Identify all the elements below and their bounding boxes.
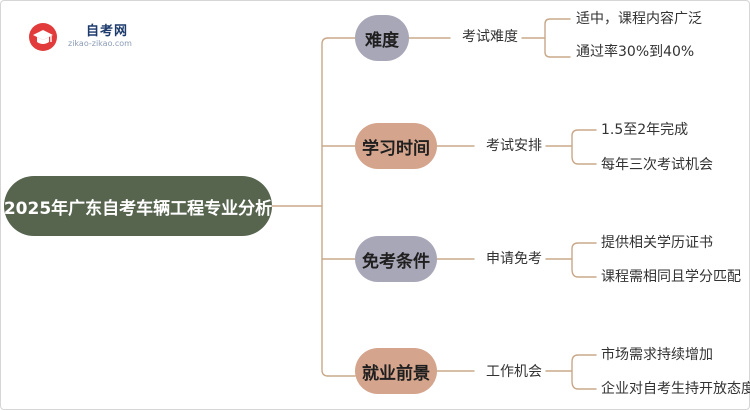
branch-node-exemption: 免考条件 <box>355 236 437 282</box>
root-node: 2025年广东自考车辆工程专业分析 <box>4 176 272 236</box>
site-logo: 自考网 zikao-zikao.com <box>18 14 178 54</box>
leaf-item: 通过率30%到40% <box>576 44 695 60</box>
leaf-item: 1.5至2年完成 <box>601 122 689 138</box>
connector-leaf-0 <box>521 18 571 58</box>
leaf-item: 提供相关学历证书 <box>601 235 713 251</box>
leaf-item: 企业对自考生持开放态度 <box>601 381 750 397</box>
subtopic-job-opportunity: 工作机会 <box>486 364 542 380</box>
leaf-item: 适中，课程内容广泛 <box>576 11 702 27</box>
branch-node-study-time: 学习时间 <box>355 123 437 169</box>
subtopic-apply-exemption: 申请免考 <box>486 251 542 267</box>
branch-node-difficulty: 难度 <box>355 15 409 61</box>
leaf-item: 课程需相同且学分匹配 <box>601 269 741 285</box>
connector-leaf-3 <box>545 354 597 390</box>
connector-spine <box>321 37 329 377</box>
logo-url: zikao-zikao.com <box>68 39 132 48</box>
graduation-cap-icon <box>29 23 57 51</box>
subtopic-exam-difficulty: 考试难度 <box>462 29 518 45</box>
logo-title: 自考网 <box>86 24 129 39</box>
connector-leaf-2 <box>545 242 597 278</box>
connector-leaf-1 <box>545 129 597 165</box>
leaf-item: 每年三次考试机会 <box>601 157 713 173</box>
leaf-item: 市场需求持续增加 <box>601 347 713 363</box>
subtopic-exam-schedule: 考试安排 <box>486 138 542 154</box>
branch-node-career: 就业前景 <box>355 348 437 394</box>
